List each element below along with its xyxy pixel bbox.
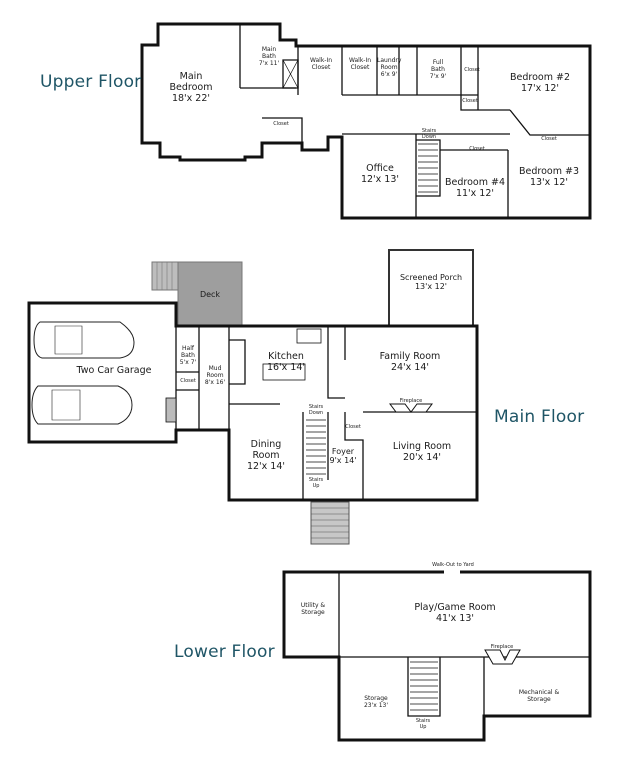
room-mechanical-storage: Mechanical & Storage	[512, 689, 566, 704]
lower-floor-label: Lower Floor	[174, 642, 275, 662]
room-utility-storage: Utility & Storage	[296, 602, 330, 617]
room-dim: 17'x 12'	[520, 82, 560, 94]
room-dim: 6'x 9'	[380, 70, 398, 78]
room-foyer: Foyer 9'x 14'	[329, 447, 357, 465]
room-name: Two Car Garage	[76, 365, 152, 376]
room-full-bath: Full Bath 7'x 9'	[426, 59, 450, 81]
room-name: Kitchen	[268, 351, 304, 362]
closet-label: Closet	[180, 378, 196, 384]
room-name: Dining Room	[250, 439, 282, 461]
main-floor-outline	[27, 301, 479, 502]
room-name: Laundry Room	[377, 57, 402, 71]
stairs-label: Stairs Up	[308, 477, 324, 489]
room-dim: 23'x 13'	[363, 701, 389, 709]
upper-floor-outline	[140, 22, 592, 220]
room-name: Half Bath	[181, 345, 195, 359]
room-living-room: Living Room 20'x 14'	[392, 441, 452, 464]
room-name: Bedroom #4	[445, 177, 505, 188]
room-two-car-garage: Two Car Garage	[72, 365, 156, 377]
room-dim: 12'x 14'	[246, 460, 286, 472]
room-main-bath: Main Bath 7'x 11'	[255, 46, 283, 68]
room-name: Bedroom #3	[519, 166, 579, 177]
room-name: Foyer	[331, 447, 355, 456]
closet-label: Closet	[345, 424, 361, 430]
room-dim: 24'x 14'	[390, 361, 430, 373]
main-floor-label: Main Floor	[494, 407, 585, 427]
room-name: Screened Porch	[399, 273, 463, 282]
room-kitchen: Kitchen 16'x 14'	[258, 351, 314, 374]
room-mud-room: Mud Room 8'x 16'	[202, 365, 228, 387]
room-play-game-room: Play/Game Room 41'x 13'	[412, 602, 498, 625]
room-name: Family Room	[379, 351, 441, 362]
room-dining-room: Dining Room 12'x 14'	[238, 439, 294, 473]
room-storage: Storage 23'x 13'	[356, 695, 396, 710]
fireplace-label: Fireplace	[490, 644, 514, 650]
closet-label: Closet	[541, 136, 557, 142]
room-name: Office	[366, 163, 394, 174]
room-deck: Deck	[195, 290, 225, 299]
room-dim: 12'x 13'	[360, 173, 400, 185]
stairs-label: Stairs Down	[308, 404, 324, 416]
fireplace-label: Fireplace	[399, 398, 423, 404]
room-name: Living Room	[392, 441, 452, 452]
room-name: Deck	[199, 290, 221, 299]
room-dim: 13'x 12'	[529, 176, 569, 188]
room-dim: 8'x 16'	[204, 378, 226, 386]
room-dim: 18'x 22'	[171, 92, 211, 104]
room-name: Bedroom #2	[510, 72, 570, 83]
car-top	[33, 321, 135, 359]
room-dim: 9'x 14'	[329, 456, 357, 466]
room-bedroom-2: Bedroom #2 17'x 12'	[505, 72, 575, 95]
room-name: Walk-In Closet	[348, 57, 372, 71]
room-laundry: Laundry Room 6'x 9'	[377, 57, 402, 79]
room-walkin-closet-1: Walk-In Closet	[302, 57, 340, 72]
room-family-room: Family Room 24'x 14'	[370, 351, 450, 374]
closet-label: Closet	[464, 67, 480, 73]
lower-floor-outline	[282, 570, 592, 742]
room-dim: 16'x 14'	[266, 361, 306, 373]
room-name: Mechanical & Storage	[518, 689, 560, 703]
closet-label: Closet	[462, 98, 478, 104]
room-name: Storage	[364, 695, 388, 702]
room-dim: 13'x 12'	[414, 282, 448, 292]
room-dim: 41'x 13'	[435, 612, 475, 624]
deck	[177, 261, 243, 327]
room-name: Walk-In Closet	[309, 57, 333, 71]
stairs-label: Stairs Up	[415, 718, 431, 730]
room-dim: 7'x 11'	[258, 59, 280, 67]
room-office: Office 12'x 13'	[352, 163, 408, 186]
room-bedroom-4: Bedroom #4 11'x 12'	[444, 177, 506, 200]
room-dim: 11'x 12'	[455, 187, 495, 199]
room-dim: 5'x 7'	[179, 358, 197, 366]
walkout-label: Walk-Out to Yard	[432, 562, 474, 568]
room-half-bath: Half Bath 5'x 7'	[177, 345, 199, 367]
room-screened-porch: Screened Porch 13'x 12'	[398, 273, 464, 291]
room-dim: 7'x 9'	[429, 72, 447, 80]
room-bedroom-3: Bedroom #3 13'x 12'	[518, 166, 580, 189]
room-name: Mud Room	[206, 365, 224, 379]
room-name: Play/Game Room	[414, 602, 496, 613]
room-main-bedroom: Main Bedroom 18'x 22'	[160, 71, 222, 105]
car-bottom	[31, 385, 133, 425]
room-name: Utility & Storage	[300, 602, 326, 616]
closet-label: Closet	[273, 121, 289, 127]
closet-label: Closet	[469, 146, 485, 152]
room-walkin-closet-2: Walk-In Closet	[343, 57, 377, 72]
room-name: Main Bedroom	[169, 71, 213, 93]
room-dim: 20'x 14'	[402, 451, 442, 463]
upper-floor-label: Upper Floor	[40, 72, 142, 92]
room-name: Full Bath	[431, 59, 445, 73]
room-name: Main Bath	[261, 46, 277, 60]
stairs-label: Stairs Down	[421, 128, 437, 140]
